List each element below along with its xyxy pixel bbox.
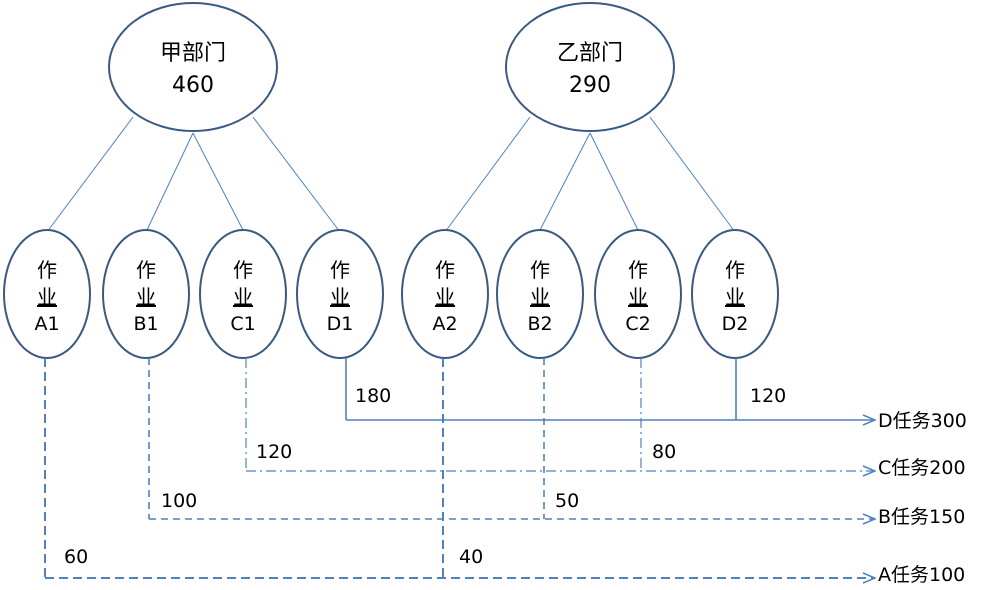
flow-task-b: 100 50 B任务150 (148, 358, 965, 528)
task-label-d: D任务300 (878, 410, 967, 432)
job-label-line1: 作 (435, 258, 455, 282)
job-label-line1: 作 (136, 258, 156, 282)
flow-task-c: 120 80 C任务200 (245, 358, 966, 479)
amount-d-dept1: 180 (355, 385, 391, 407)
job-code: D1 (327, 313, 354, 335)
job-node-b1: 作 业 B1 (102, 229, 190, 359)
job-label-line2: 业 (37, 285, 57, 309)
job-code: D2 (722, 313, 749, 335)
job-code: C2 (625, 313, 650, 335)
job-label-line1: 作 (330, 258, 350, 282)
amount-d-dept2: 120 (750, 385, 786, 407)
flow-task-d: 180 120 D任务300 (345, 358, 967, 432)
job-label-line1: 作 (725, 258, 745, 282)
department-value: 290 (569, 73, 611, 98)
tree-lines-dept2 (444, 116, 736, 233)
job-label-line2: 业 (136, 285, 156, 309)
job-label-line2: 业 (330, 285, 350, 309)
job-label-line2: 业 (435, 285, 455, 309)
job-label-line2: 业 (628, 285, 648, 309)
department-name: 甲部门 (160, 41, 226, 66)
job-node-a1: 作 业 A1 (3, 229, 91, 359)
flow-task-a: 60 40 A任务100 (44, 358, 965, 586)
job-node-d2: 作 业 D2 (691, 229, 779, 359)
job-node-c2: 作 业 C2 (594, 229, 682, 359)
job-label-line1: 作 (233, 258, 253, 282)
amount-b-dept2: 50 (555, 490, 579, 512)
department-node-jia: 甲部门 460 (108, 2, 278, 132)
department-value: 460 (172, 73, 214, 98)
task-label-c: C任务200 (878, 457, 966, 479)
department-name: 乙部门 (557, 41, 623, 66)
job-node-a2: 作 业 A2 (401, 229, 489, 359)
job-code: B2 (527, 313, 552, 335)
job-node-d1: 作 业 D1 (296, 229, 384, 359)
amount-b-dept1: 100 (161, 490, 197, 512)
job-node-c1: 作 业 C1 (199, 229, 287, 359)
job-node-b2: 作 业 B2 (496, 229, 584, 359)
job-label-line1: 作 (37, 258, 57, 282)
amount-a-dept2: 40 (459, 546, 483, 568)
amount-c-dept1: 120 (256, 441, 292, 463)
amount-a-dept1: 60 (64, 546, 88, 568)
job-code: C1 (230, 313, 255, 335)
job-code: A2 (432, 313, 457, 335)
amount-c-dept2: 80 (652, 441, 676, 463)
job-label-line1: 作 (530, 258, 550, 282)
job-label-line1: 作 (628, 258, 648, 282)
job-code: A1 (34, 313, 59, 335)
task-label-b: B任务150 (878, 506, 965, 528)
job-label-line2: 业 (725, 285, 745, 309)
job-code: B1 (133, 313, 158, 335)
department-node-yi: 乙部门 290 (505, 2, 675, 132)
task-label-a: A任务100 (878, 564, 965, 586)
tree-lines-dept1 (46, 116, 341, 233)
job-label-line2: 业 (530, 285, 550, 309)
job-label-line2: 业 (233, 285, 253, 309)
